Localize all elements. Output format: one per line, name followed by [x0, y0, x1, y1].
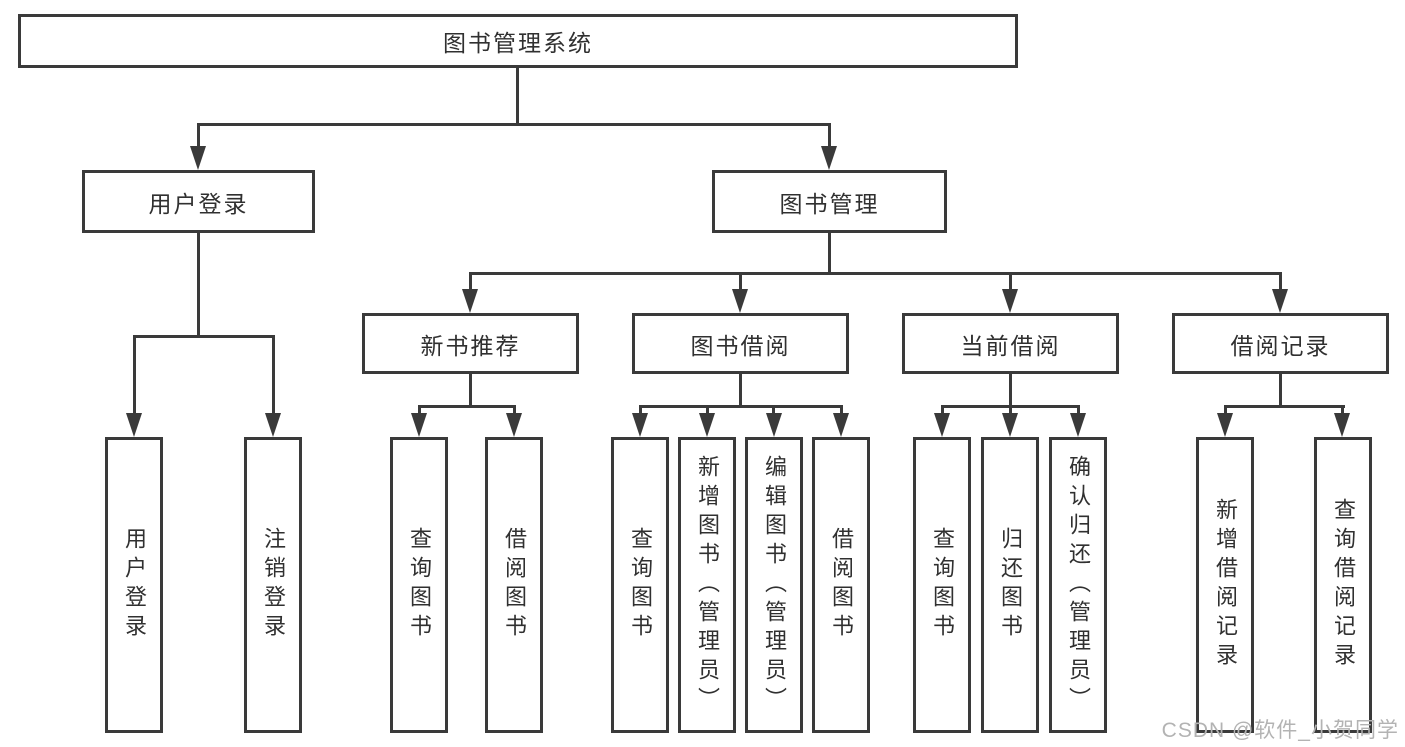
node-label: 借阅图书	[829, 527, 854, 643]
node-new-book-recommend: 新书推荐	[362, 313, 579, 374]
connector-line	[828, 123, 831, 149]
node-label: 查询借阅记录	[1331, 498, 1356, 672]
node-label: 编辑图书（管理员）	[762, 454, 787, 716]
leaf-borrowing-query-books: 查询图书	[611, 437, 669, 733]
node-borrowing-records: 借阅记录	[1172, 313, 1389, 374]
connector-line	[197, 123, 200, 149]
node-label: 图书管理系统	[443, 30, 593, 56]
arrowhead-down-icon	[190, 146, 206, 170]
connector-line	[739, 272, 742, 292]
node-label: 查询图书	[628, 527, 653, 643]
arrowhead-down-icon	[1217, 413, 1233, 437]
arrowhead-down-icon	[1002, 413, 1018, 437]
node-label: 借阅记录	[1230, 332, 1331, 359]
connector-line	[133, 335, 136, 415]
node-label: 新增借阅记录	[1213, 498, 1238, 672]
leaf-logout: 注销登录	[244, 437, 302, 733]
connector-line	[272, 335, 275, 415]
node-label: 图书借阅	[690, 332, 791, 359]
connector-line	[418, 405, 516, 408]
arrowhead-down-icon	[766, 413, 782, 437]
leaf-current-query-books: 查询图书	[913, 437, 971, 733]
connector-line	[1224, 405, 1227, 417]
arrowhead-down-icon	[699, 413, 715, 437]
leaf-borrowing-add-books: 新增图书（管理员）	[678, 437, 736, 733]
leaf-records-query-record: 查询借阅记录	[1314, 437, 1372, 733]
leaf-recommend-query-books: 查询图书	[390, 437, 448, 733]
leaf-recommend-borrow-books: 借阅图书	[485, 437, 543, 733]
arrowhead-down-icon	[265, 413, 281, 437]
connector-line	[418, 405, 421, 417]
node-label: 查询图书	[407, 527, 432, 643]
leaf-borrowing-borrow-books: 借阅图书	[812, 437, 870, 733]
arrowhead-down-icon	[462, 289, 478, 313]
connector-line	[197, 123, 831, 126]
arrowhead-down-icon	[1002, 289, 1018, 313]
connector-line	[197, 233, 200, 335]
connector-line	[739, 374, 742, 405]
arrowhead-down-icon	[1272, 289, 1288, 313]
leaf-records-add-record: 新增借阅记录	[1196, 437, 1254, 733]
connector-line	[1077, 405, 1080, 417]
node-label: 查询图书	[930, 527, 955, 643]
node-root: 图书管理系统	[18, 14, 1018, 68]
node-book-borrowing: 图书借阅	[632, 313, 849, 374]
connector-line	[513, 405, 516, 417]
connector-line	[133, 335, 275, 338]
arrowhead-down-icon	[821, 146, 837, 170]
leaf-borrowing-edit-books: 编辑图书（管理员）	[745, 437, 803, 733]
node-label: 新增图书（管理员）	[695, 454, 720, 716]
connector-line	[1009, 374, 1012, 405]
arrowhead-down-icon	[126, 413, 142, 437]
node-label: 当前借阅	[960, 332, 1061, 359]
arrowhead-down-icon	[506, 413, 522, 437]
arrowhead-down-icon	[1334, 413, 1350, 437]
connector-line	[469, 272, 1282, 275]
leaf-user-login: 用户登录	[105, 437, 163, 733]
node-current-borrowing: 当前借阅	[902, 313, 1119, 374]
connector-line	[772, 405, 775, 417]
arrowhead-down-icon	[833, 413, 849, 437]
connector-line	[828, 233, 831, 272]
arrowhead-down-icon	[934, 413, 950, 437]
node-label: 新书推荐	[420, 332, 521, 359]
connector-line	[1224, 405, 1345, 408]
node-label: 借阅图书	[502, 527, 527, 643]
leaf-current-return-books: 归还图书	[981, 437, 1039, 733]
connector-line	[1279, 272, 1282, 292]
node-label: 确认归还（管理员）	[1066, 454, 1091, 716]
connector-line	[469, 272, 472, 292]
connector-line	[516, 68, 519, 123]
connector-line	[941, 405, 944, 417]
leaf-current-confirm-return: 确认归还（管理员）	[1049, 437, 1107, 733]
node-label: 归还图书	[998, 527, 1023, 643]
connector-line	[1279, 374, 1282, 405]
connector-line	[840, 405, 843, 417]
connector-line	[1009, 405, 1012, 417]
connector-line	[639, 405, 642, 417]
arrowhead-down-icon	[411, 413, 427, 437]
arrowhead-down-icon	[732, 289, 748, 313]
node-label: 用户登录	[148, 190, 249, 217]
connector-line	[1341, 405, 1344, 417]
node-label: 注销登录	[261, 527, 286, 643]
node-user-login: 用户登录	[82, 170, 315, 233]
connector-line	[1009, 272, 1012, 292]
arrowhead-down-icon	[1070, 413, 1086, 437]
arrowhead-down-icon	[632, 413, 648, 437]
connector-line	[639, 405, 843, 408]
node-book-management: 图书管理	[712, 170, 947, 233]
connector-line	[469, 374, 472, 405]
connector-line	[706, 405, 709, 417]
node-label: 图书管理	[779, 190, 880, 217]
node-label: 用户登录	[122, 527, 147, 643]
csdn-watermark: CSDN @软件_小贺同学	[1161, 719, 1399, 742]
